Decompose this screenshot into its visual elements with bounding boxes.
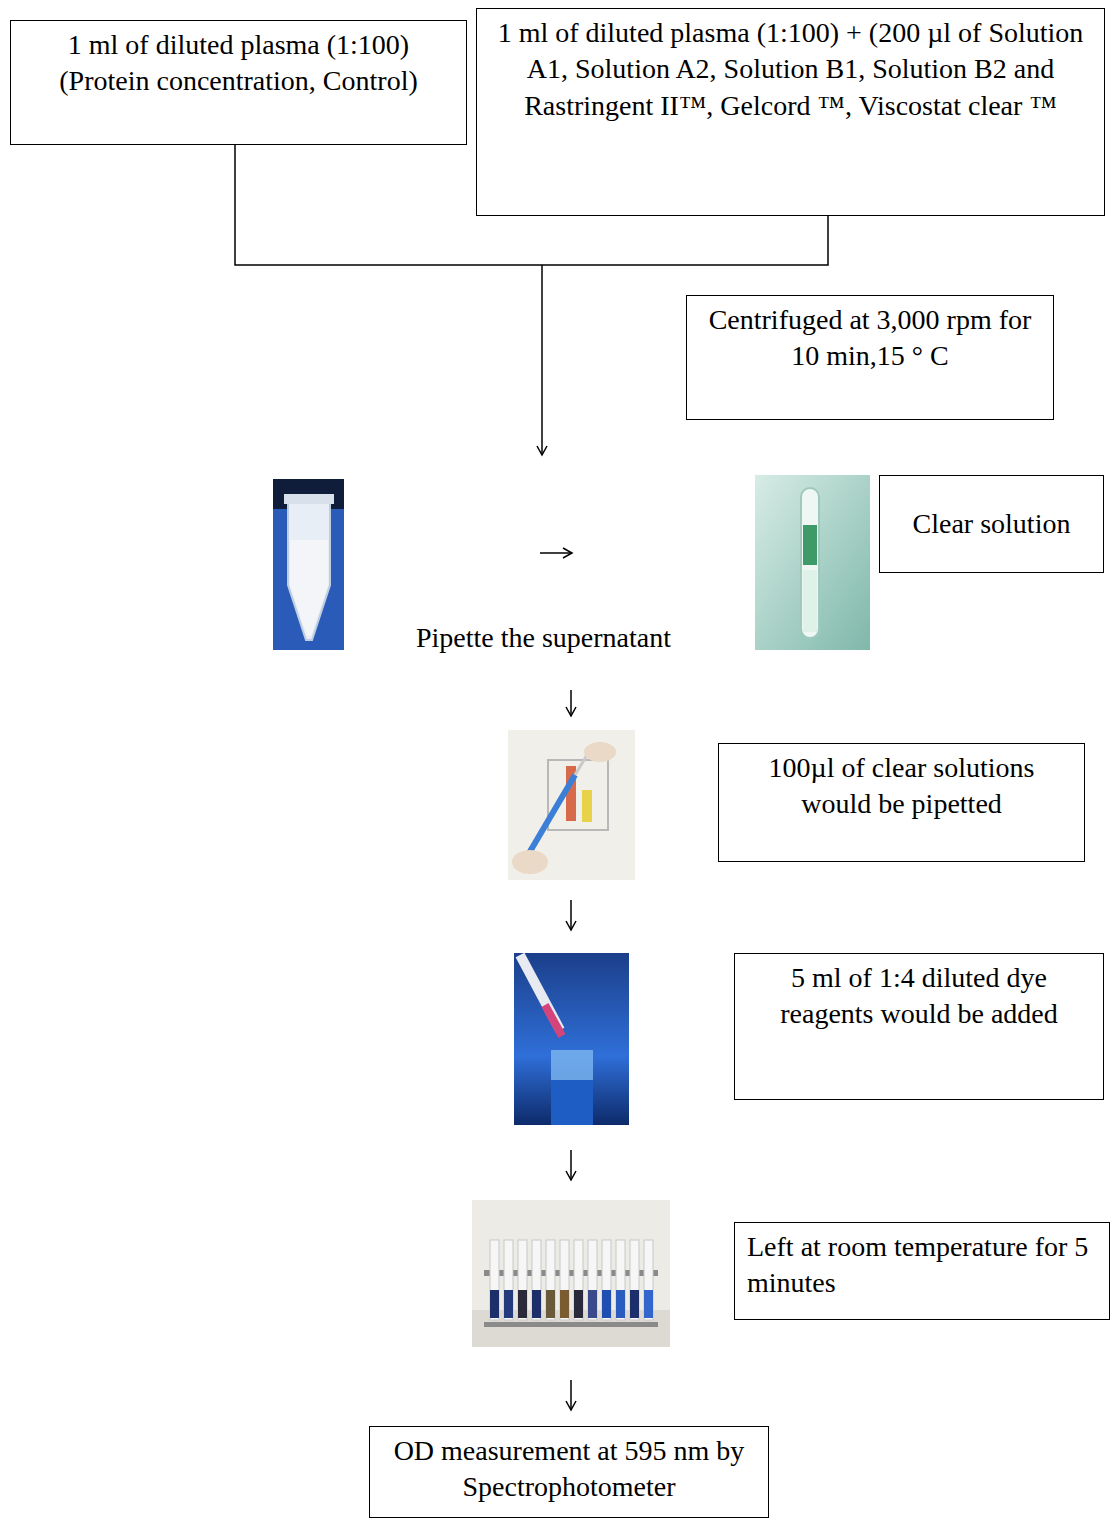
flow-arrow [540,552,572,554]
process-box: Left at room temperature for 5 minutes [734,1222,1110,1320]
flow-arrow [570,1380,572,1410]
box-text: 1 ml of diluted plasma (1:100) (Protein … [23,27,454,100]
microtube-photo [273,479,344,650]
flow-arrow [570,900,572,930]
box-text: OD measurement at 595 nm by Spectrophoto… [382,1433,756,1506]
process-box: 100µl of clear solutions would be pipett… [718,743,1085,862]
tube-rack-photo [472,1200,670,1347]
process-box: 5 ml of 1:4 diluted dye reagents would b… [734,953,1104,1100]
flow-arrow [541,265,543,455]
process-box: OD measurement at 595 nm by Spectrophoto… [369,1426,769,1518]
step-label: Pipette the supernatant [416,620,671,656]
box-text: 1 ml of diluted plasma (1:100) + (200 µl… [489,15,1092,124]
dye-photo [514,953,629,1125]
box-text: Clear solution [892,506,1091,542]
box-text: Centrifuged at 3,000 rpm for 10 min,15 °… [699,302,1041,375]
process-box: Clear solution [879,475,1104,573]
box-text: Left at room temperature for 5 minutes [747,1229,1097,1302]
process-box: Centrifuged at 3,000 rpm for 10 min,15 °… [686,295,1054,420]
pipetting-photo [508,730,635,880]
test-tube-photo [755,475,870,650]
box-text: 100µl of clear solutions would be pipett… [731,750,1072,823]
process-box: 1 ml of diluted plasma (1:100) + (200 µl… [476,8,1105,216]
flow-arrow [570,690,572,716]
process-box: 1 ml of diluted plasma (1:100) (Protein … [10,20,467,145]
box-text: 5 ml of 1:4 diluted dye reagents would b… [747,960,1091,1033]
flow-arrow [570,1150,572,1180]
